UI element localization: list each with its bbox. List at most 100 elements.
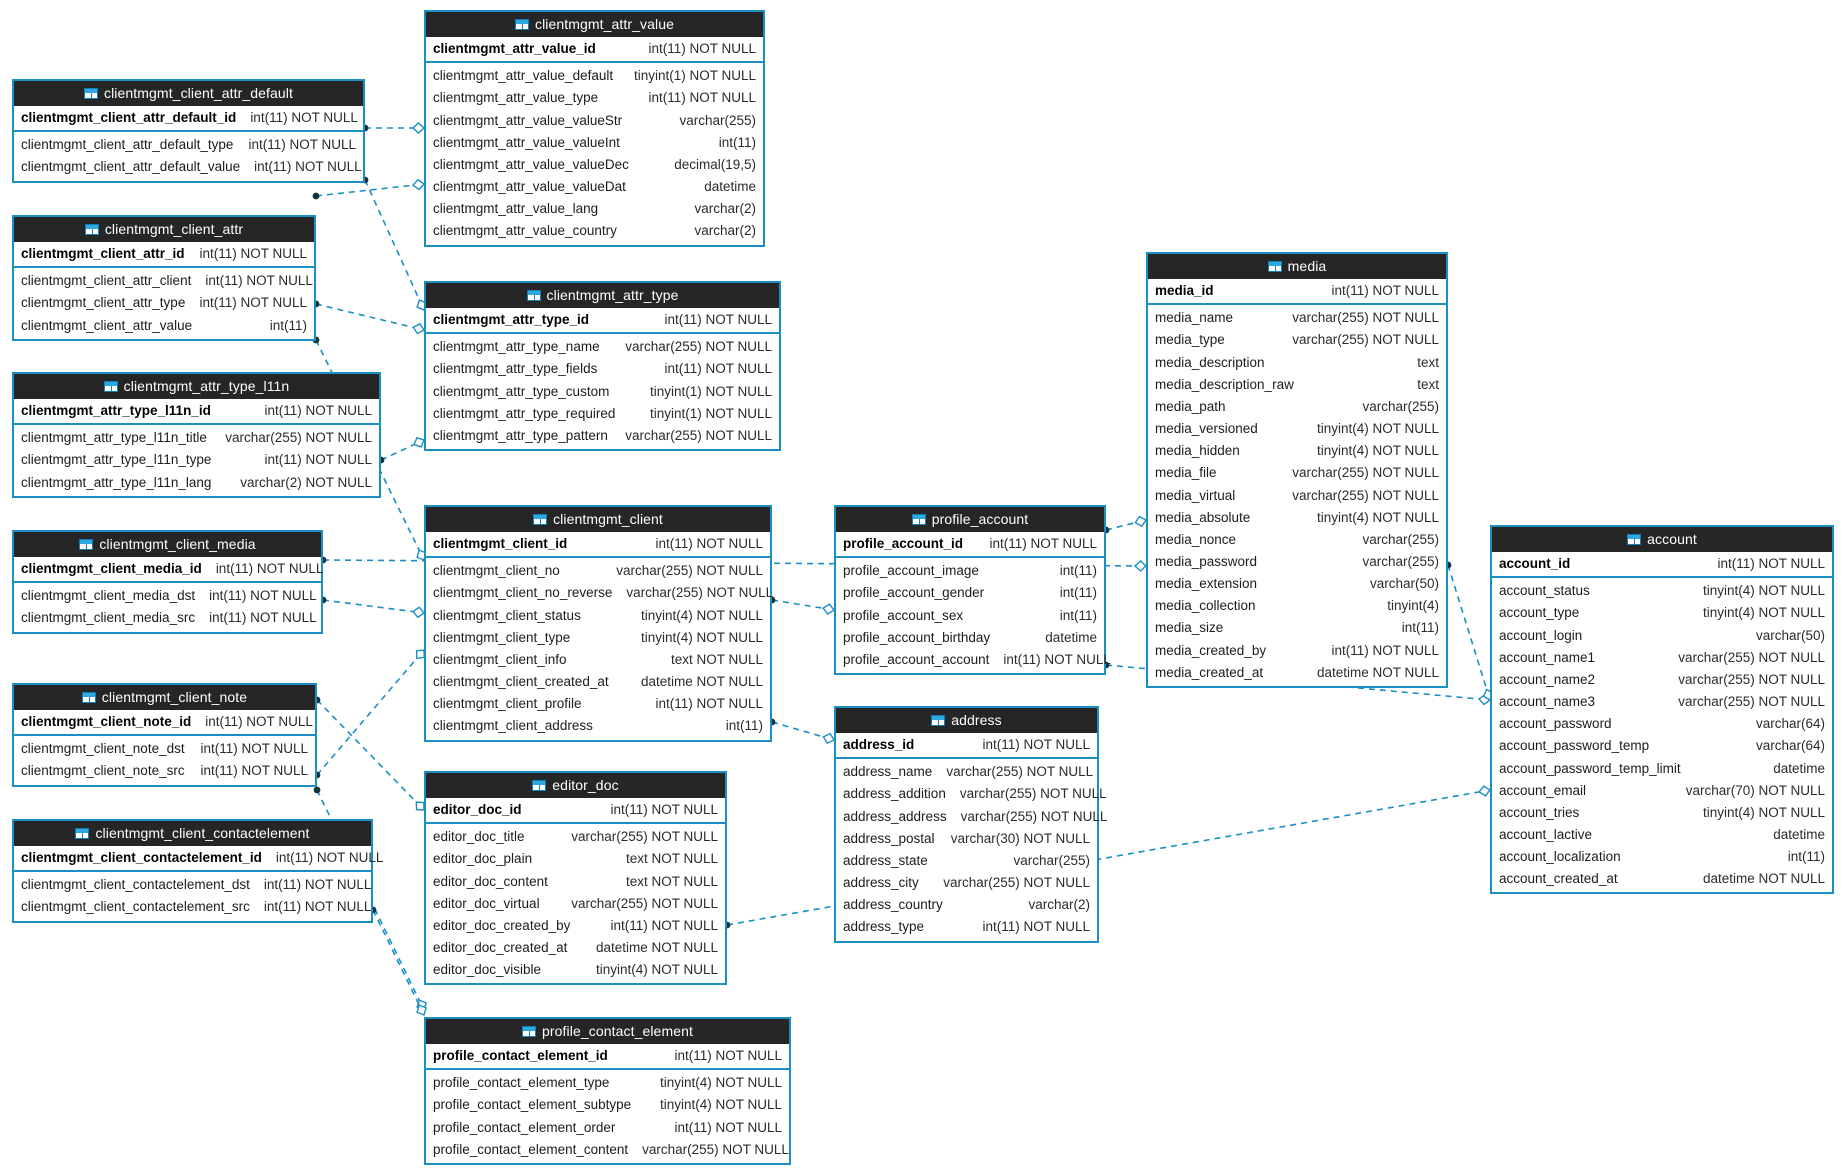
entity-clientmgmt_client_contactelement[interactable]: clientmgmt_client_contactelement clientmg…: [12, 819, 383, 923]
field-name: clientmgmt_attr_type_l11n_title: [21, 430, 207, 446]
field-name: clientmgmt_client_note_dst: [21, 741, 185, 757]
entity-profile_contact_element[interactable]: profile_contact_element profile_contact_e…: [424, 1017, 791, 1165]
entity-clientmgmt_attr_value[interactable]: clientmgmt_attr_value clientmgmt_attr_val…: [424, 10, 765, 247]
field-name: clientmgmt_client_contactelement_id: [21, 850, 262, 866]
field-name: profile_account_gender: [843, 585, 985, 601]
entity-header[interactable]: clientmgmt_client_media: [14, 532, 321, 558]
field-type: int(11): [725, 718, 763, 734]
field-type: tinyint(1) NOT NULL: [633, 68, 756, 84]
field-name: clientmgmt_attr_value_valueDat: [433, 179, 626, 195]
field-type: text NOT NULL: [670, 651, 763, 667]
field-type: int(11): [1059, 585, 1097, 601]
field-name: clientmgmt_attr_type_pattern: [433, 427, 608, 443]
table-icon: [526, 289, 541, 301]
relation-clientmgmt_client_contactelement-to-clientmgmt_client: [369, 906, 427, 1016]
field-name: clientmgmt_client_media_src: [21, 610, 196, 626]
entity-header[interactable]: clientmgmt_client_attr: [14, 217, 314, 243]
field-name: clientmgmt_client_profile: [433, 696, 582, 712]
table-icon: [1627, 533, 1642, 545]
field-name: clientmgmt_client_no_reverse: [433, 585, 613, 601]
entity-header[interactable]: clientmgmt_client_note: [14, 685, 315, 711]
field-type: varchar(255) NOT NULL: [625, 339, 772, 355]
field-name: media_extension: [1155, 576, 1258, 592]
relation-endpoint-dot: [313, 786, 321, 794]
field-name: profile_account_birthday: [843, 629, 991, 645]
field-name: clientmgmt_attr_value_country: [433, 223, 617, 239]
entity-title: clientmgmt_client_note: [101, 689, 248, 705]
field-name: profile_account_account: [843, 651, 990, 667]
entity-header[interactable]: clientmgmt_client: [426, 507, 770, 533]
field-type: varchar(50): [1755, 627, 1825, 643]
field-type: varchar(255) NOT NULL: [1292, 310, 1439, 326]
field-name: media_description: [1155, 354, 1265, 370]
entity-clientmgmt_attr_type[interactable]: clientmgmt_attr_type clientmgmt_attr_type…: [424, 281, 781, 452]
entity-header[interactable]: media: [1148, 254, 1446, 280]
field-type: datetime: [1045, 629, 1097, 645]
field-type: varchar(64): [1755, 738, 1825, 754]
field-name: clientmgmt_attr_type_l11n_lang: [21, 474, 212, 490]
field-name: clientmgmt_client_contactelement_src: [21, 899, 250, 915]
entity-header[interactable]: account: [1492, 527, 1832, 553]
field-name: media_nonce: [1155, 531, 1237, 547]
field-type: text: [1417, 354, 1439, 370]
field-name: clientmgmt_attr_type_required: [433, 405, 616, 421]
entity-title: clientmgmt_attr_value: [534, 16, 675, 32]
entity-clientmgmt_client_media[interactable]: clientmgmt_client_media clientmgmt_client…: [12, 530, 323, 634]
entity-header[interactable]: editor_doc: [426, 773, 725, 799]
entity-header[interactable]: profile_contact_element: [426, 1019, 789, 1045]
entity-header[interactable]: clientmgmt_attr_value: [426, 12, 763, 38]
entity-header[interactable]: clientmgmt_attr_type: [426, 283, 779, 309]
field-name: editor_doc_created_at: [433, 940, 568, 956]
field-type: varchar(2): [1028, 897, 1090, 913]
entity-clientmgmt_client_note[interactable]: clientmgmt_client_note clientmgmt_client_…: [12, 683, 317, 787]
entity-header[interactable]: clientmgmt_attr_type_l11n: [14, 374, 379, 400]
field-type: datetime NOT NULL: [1702, 871, 1825, 887]
entity-header[interactable]: profile_account: [836, 507, 1104, 533]
field-type: datetime: [1773, 760, 1825, 776]
field-name: editor_doc_plain: [433, 851, 533, 867]
entity-header[interactable]: address: [836, 708, 1097, 734]
table-icon: [84, 87, 98, 99]
relation-clientmgmt_client_note-to-clientmgmt_client: [313, 649, 425, 779]
entity-header[interactable]: clientmgmt_client_attr_default: [14, 81, 363, 107]
field-type: int(11) NOT NULL: [610, 917, 718, 933]
field-name: media_file: [1155, 465, 1217, 481]
entity-header[interactable]: clientmgmt_client_contactelement: [14, 821, 371, 847]
field-name: media_id: [1155, 283, 1214, 299]
field-name: clientmgmt_client_attr_default_type: [21, 137, 234, 153]
field-type: int(11) NOT NULL: [1331, 283, 1439, 299]
entity-clientmgmt_attr_type_l11n[interactable]: clientmgmt_attr_type_l11n clientmgmt_attr…: [12, 372, 381, 498]
